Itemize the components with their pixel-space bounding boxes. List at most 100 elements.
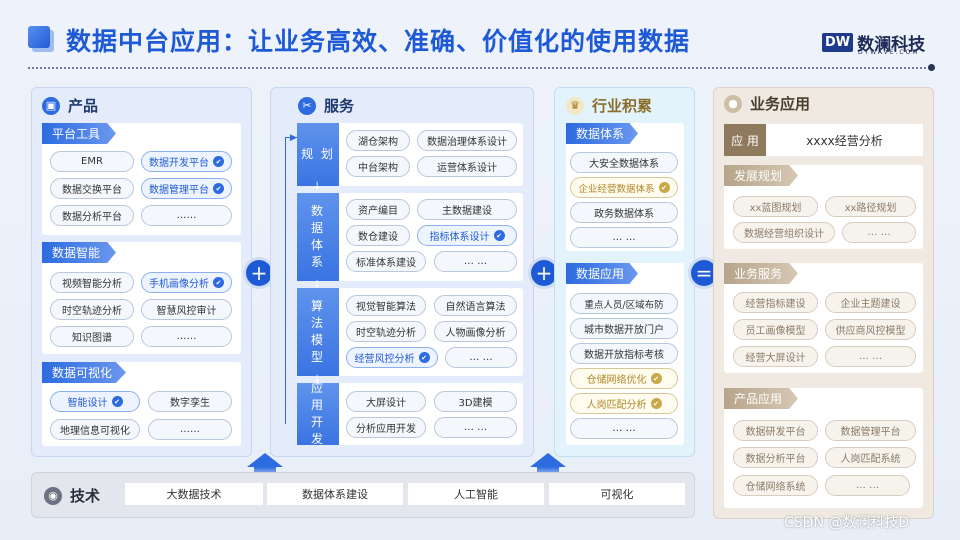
service-header: ✂ 服务 <box>298 95 354 116</box>
service-item[interactable]: … … <box>434 251 517 272</box>
product-item[interactable]: 视频智能分析 <box>50 272 134 293</box>
business-header: ● 业务应用 <box>724 93 810 114</box>
business-item[interactable]: 数据分析平台 <box>733 447 818 468</box>
service-item[interactable]: 分析应用开发 <box>346 417 426 438</box>
product-item[interactable]: EMR <box>50 151 134 172</box>
industry-item[interactable]: 重点人员/区域布防 <box>570 293 678 314</box>
business-item[interactable]: … … <box>825 346 916 367</box>
product-item[interactable]: 数据开发平台✔ <box>141 151 232 172</box>
business-item[interactable]: … … <box>825 475 910 496</box>
product-item[interactable]: …… <box>141 326 232 347</box>
product-item[interactable]: 数字孪生 <box>148 391 232 412</box>
chip-icon: ◉ <box>44 486 62 505</box>
bulb-icon: ● <box>724 94 742 113</box>
service-item[interactable]: … … <box>445 347 517 368</box>
product-item[interactable]: 知识图谱 <box>50 326 134 347</box>
divider-end-dot <box>928 64 935 71</box>
product-item[interactable]: …… <box>141 205 232 226</box>
check-icon: ✔ <box>213 156 224 167</box>
business-item[interactable]: 数据研发平台 <box>733 420 818 441</box>
check-icon: ✔ <box>493 230 505 241</box>
product-item[interactable]: 时空轨迹分析 <box>50 299 134 320</box>
business-item[interactable]: 仓储网络系统 <box>733 475 818 496</box>
industry-group-label: 数据应用 <box>566 263 638 284</box>
business-item[interactable]: 经营大屏设计 <box>733 346 818 367</box>
service-title: 服务 <box>324 97 355 115</box>
service-item[interactable]: 时空轨迹分析 <box>346 321 426 342</box>
business-group-label: 发展规划 <box>724 165 798 186</box>
down-arrow-icon: ↓ <box>313 374 322 385</box>
industry-item[interactable]: 城市数据开放门户 <box>570 318 678 339</box>
industry-item[interactable]: 人岗匹配分析✔ <box>570 393 678 414</box>
business-item[interactable]: 经营指标建设 <box>733 292 818 313</box>
title-cube-icon <box>28 26 50 48</box>
service-item[interactable]: 资产编目 <box>346 199 410 220</box>
service-step-label: 应 用 开 发 <box>297 381 339 446</box>
service-item[interactable]: 人物画像分析 <box>434 321 517 342</box>
product-item[interactable]: 手机画像分析✔ <box>141 272 232 293</box>
app-value: xxxx经营分析 <box>766 124 923 156</box>
industry-item[interactable]: 仓储网络优化✔ <box>570 368 678 389</box>
tech-item[interactable]: 大数据技术 <box>125 483 263 505</box>
product-item[interactable]: 数据分析平台 <box>50 205 134 226</box>
service-item[interactable]: 运营体系设计 <box>417 156 517 177</box>
flow-connector <box>285 137 297 424</box>
product-group-label: 数据可视化 <box>42 362 126 383</box>
business-item[interactable]: 员工画像模型 <box>733 319 818 340</box>
service-item[interactable]: 数据治理体系设计 <box>417 130 517 151</box>
service-item[interactable]: 3D建模 <box>434 391 517 412</box>
service-item[interactable]: 指标体系设计✔ <box>417 225 517 246</box>
app-label: 应 用 <box>724 124 766 156</box>
industry-item[interactable]: 企业经营数据体系✔ <box>570 177 678 198</box>
industry-item[interactable]: 政务数据体系 <box>570 202 678 223</box>
product-item[interactable]: 数据交换平台 <box>50 178 134 199</box>
business-group-label: 产品应用 <box>724 388 798 409</box>
tech-item[interactable]: 数据体系建设 <box>267 483 403 505</box>
service-item[interactable]: 大屏设计 <box>346 391 426 412</box>
product-item[interactable]: 数据管理平台✔ <box>141 178 232 199</box>
industry-item[interactable]: … … <box>570 418 678 439</box>
tech-item[interactable]: 可视化 <box>549 483 685 505</box>
business-item[interactable]: xx蓝图规划 <box>733 196 818 217</box>
watermark: CSDN @数澜科技D <box>784 515 910 531</box>
business-item[interactable]: 数据管理平台 <box>825 420 916 441</box>
industry-title: 行业积累 <box>592 97 653 115</box>
equals-operator: = <box>691 260 717 286</box>
company-logo: DW 数澜科技 <box>822 30 925 55</box>
service-item[interactable]: 标准体系建设 <box>346 251 426 272</box>
service-item[interactable]: 经营风控分析✔ <box>346 347 438 368</box>
business-item[interactable]: 人岗匹配系统 <box>825 447 916 468</box>
service-step-label: 算 法 模 型 <box>297 288 339 376</box>
tech-header: ◉ 技术 <box>44 485 100 506</box>
industry-header: ♛ 行业积累 <box>566 95 652 116</box>
up-arrow-icon <box>530 453 566 467</box>
service-item[interactable]: 视觉智能算法 <box>346 295 426 316</box>
service-item[interactable]: 数仓建设 <box>346 225 410 246</box>
header-divider <box>28 67 930 69</box>
service-item[interactable]: … … <box>434 417 517 438</box>
business-item[interactable]: xx路径规划 <box>825 196 916 217</box>
business-item[interactable]: 供应商风控模型 <box>825 319 916 340</box>
up-arrow-icon <box>247 453 283 467</box>
business-item[interactable]: 企业主题建设 <box>825 292 916 313</box>
industry-item[interactable]: … … <box>570 227 678 248</box>
industry-item[interactable]: 数据开放指标考核 <box>570 343 678 364</box>
business-item[interactable]: 数据经营组织设计 <box>733 222 835 243</box>
product-item[interactable]: 智慧风控审计 <box>141 299 232 320</box>
business-item[interactable]: … … <box>842 222 916 243</box>
tech-item[interactable]: 人工智能 <box>408 483 544 505</box>
up-arrow-stem <box>537 467 559 475</box>
business-title: 业务应用 <box>750 95 811 113</box>
product-item[interactable]: 智能设计✔ <box>50 391 140 412</box>
plus-operator: + <box>531 260 557 286</box>
service-item[interactable]: 自然语言算法 <box>434 295 517 316</box>
product-item[interactable]: 地理信息可视化 <box>50 419 140 440</box>
plus-operator: + <box>246 260 272 286</box>
service-item[interactable]: 中台架构 <box>346 156 410 177</box>
check-icon: ✔ <box>650 398 662 409</box>
industry-item[interactable]: 大安全数据体系 <box>570 152 678 173</box>
product-item[interactable]: …… <box>148 419 232 440</box>
service-item[interactable]: 湖仓架构 <box>346 130 410 151</box>
check-icon: ✔ <box>213 183 224 194</box>
service-item[interactable]: 主数据建设 <box>417 199 517 220</box>
